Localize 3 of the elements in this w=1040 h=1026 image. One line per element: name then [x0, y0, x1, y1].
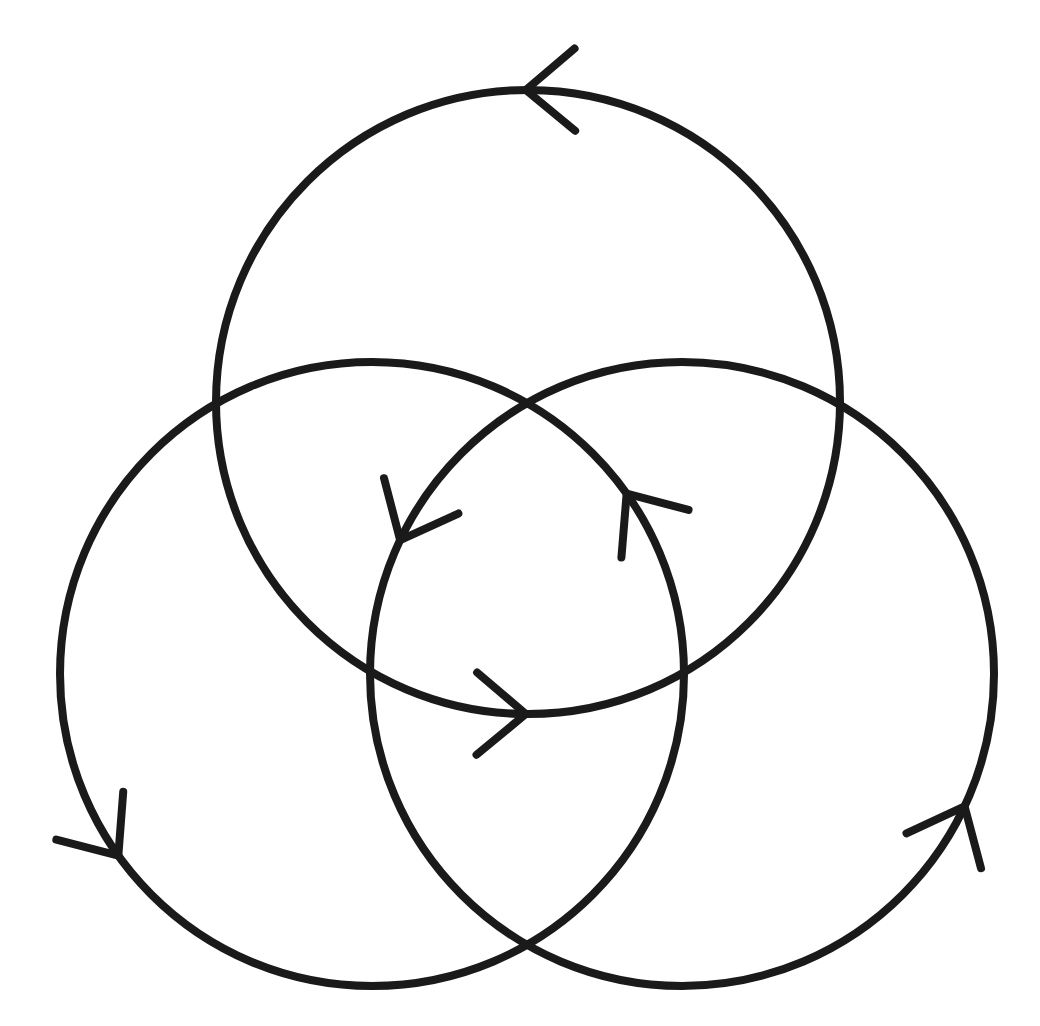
cycle-loop — [366, 358, 998, 990]
cycle-loop — [212, 44, 844, 759]
cycle-loop — [52, 358, 693, 990]
